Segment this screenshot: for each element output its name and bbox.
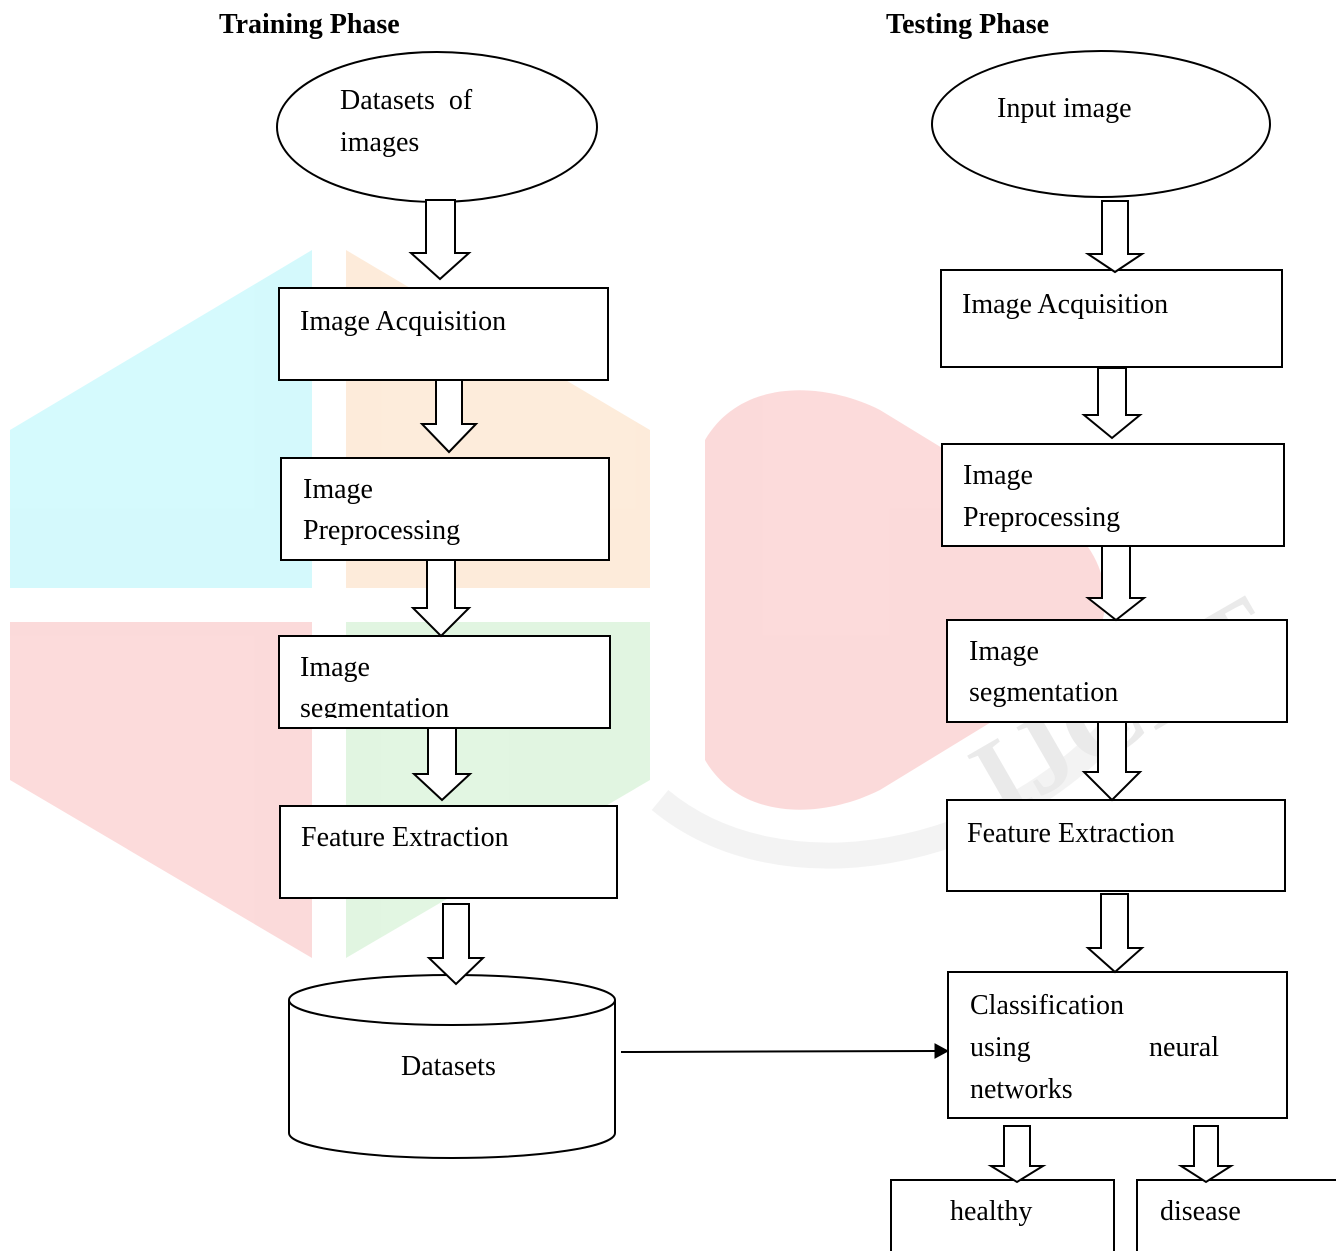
diseased-output-node: disease xyxy=(1136,1179,1336,1251)
arrow-train-dataset-to-acquisition xyxy=(408,199,472,281)
testing-feature-extraction-box xyxy=(946,799,1286,892)
healthy-output-node: healthy xyxy=(890,1179,1115,1251)
training-feature-extraction-node: Feature Extraction xyxy=(279,805,618,899)
arrow-test-feature-to-classification xyxy=(1085,893,1145,974)
healthy-output-box xyxy=(890,1179,1115,1251)
testing-input-image-node: Input image xyxy=(931,50,1271,198)
watermark-cyan-tile xyxy=(10,250,312,588)
arrow-test-acquisition-to-preprocessing xyxy=(1081,367,1143,440)
training-dataset-images-line2: images xyxy=(340,127,419,158)
testing-input-image-label: Input image xyxy=(997,93,1132,124)
testing-input-image-ellipse xyxy=(931,50,1271,198)
arrow-train-preprocessing-to-segmentation xyxy=(410,559,472,638)
arrow-train-segmentation-to-feature xyxy=(411,727,473,802)
testing-classification-line1: Classification xyxy=(970,990,1124,1021)
training-preprocessing-box xyxy=(280,457,610,561)
training-segmentation-box xyxy=(278,635,611,729)
testing-preprocessing-box xyxy=(941,443,1285,547)
connector-arrowhead xyxy=(934,1043,950,1059)
testing-preprocessing-node: Image Preprocessing xyxy=(941,443,1285,547)
training-dataset-images-node: Datasets of images xyxy=(276,51,598,203)
arrow-test-input-to-acquisition xyxy=(1084,200,1146,274)
testing-segmentation-line2: segmentation xyxy=(969,677,1118,708)
arrow-train-feature-to-datasets xyxy=(426,903,486,986)
training-feature-extraction-label: Feature Extraction xyxy=(301,822,509,853)
training-datasets-store-node: Datasets xyxy=(287,974,616,1159)
training-acquisition-label: Image Acquisition xyxy=(300,306,506,337)
training-acquisition-node: Image Acquisition xyxy=(278,287,609,381)
training-segmentation-node: Image segmentation xyxy=(278,635,611,729)
arrow-classification-to-diseased xyxy=(1177,1125,1235,1184)
testing-segmentation-line1: Image xyxy=(969,636,1039,667)
training-dataset-images-line1: Datasets of xyxy=(340,85,473,116)
training-phase-title: Training Phase xyxy=(219,9,400,40)
testing-phase-title: Testing Phase xyxy=(886,9,1049,40)
arrow-test-segmentation-to-feature xyxy=(1081,721,1143,802)
training-feature-extraction-box xyxy=(279,805,618,899)
connector-line xyxy=(620,1050,937,1053)
testing-classification-line2-right: neural xyxy=(1149,1032,1219,1063)
arrow-classification-to-healthy xyxy=(987,1125,1047,1184)
training-preprocessing-line1: Image xyxy=(303,474,373,505)
testing-segmentation-node: Image segmentation xyxy=(946,619,1288,723)
testing-classification-line3: networks xyxy=(970,1074,1073,1105)
testing-preprocessing-line1: Image xyxy=(963,460,1033,491)
training-acquisition-box xyxy=(278,287,609,381)
healthy-output-label: healthy xyxy=(950,1196,1032,1227)
diseased-output-box xyxy=(1136,1179,1336,1251)
testing-classification-line2-left: using xyxy=(970,1032,1031,1063)
testing-feature-extraction-label: Feature Extraction xyxy=(967,818,1175,849)
training-dataset-images-ellipse xyxy=(276,51,598,203)
arrow-test-preprocessing-to-segmentation xyxy=(1085,545,1147,622)
testing-acquisition-label: Image Acquisition xyxy=(962,289,1168,320)
arrow-train-acquisition-to-preprocessing xyxy=(419,379,479,454)
testing-acquisition-node: Image Acquisition xyxy=(940,269,1283,368)
training-segmentation-crop xyxy=(280,718,609,727)
testing-feature-extraction-node: Feature Extraction xyxy=(946,799,1286,892)
diseased-output-label: disease xyxy=(1160,1196,1241,1227)
watermark-red-tile xyxy=(10,622,312,958)
training-datasets-store-label: Datasets xyxy=(401,1051,496,1082)
training-segmentation-line1: Image xyxy=(300,652,370,683)
training-preprocessing-node: Image Preprocessing xyxy=(280,457,610,561)
testing-classification-node: Classification using neural networks xyxy=(947,971,1288,1119)
testing-preprocessing-line2: Preprocessing xyxy=(963,502,1120,533)
watermark-swoosh xyxy=(651,711,1130,869)
datasets-to-classification-connector xyxy=(620,1043,950,1059)
testing-segmentation-box xyxy=(946,619,1288,723)
testing-classification-box xyxy=(947,971,1288,1119)
training-preprocessing-line2: Preprocessing xyxy=(303,515,460,546)
